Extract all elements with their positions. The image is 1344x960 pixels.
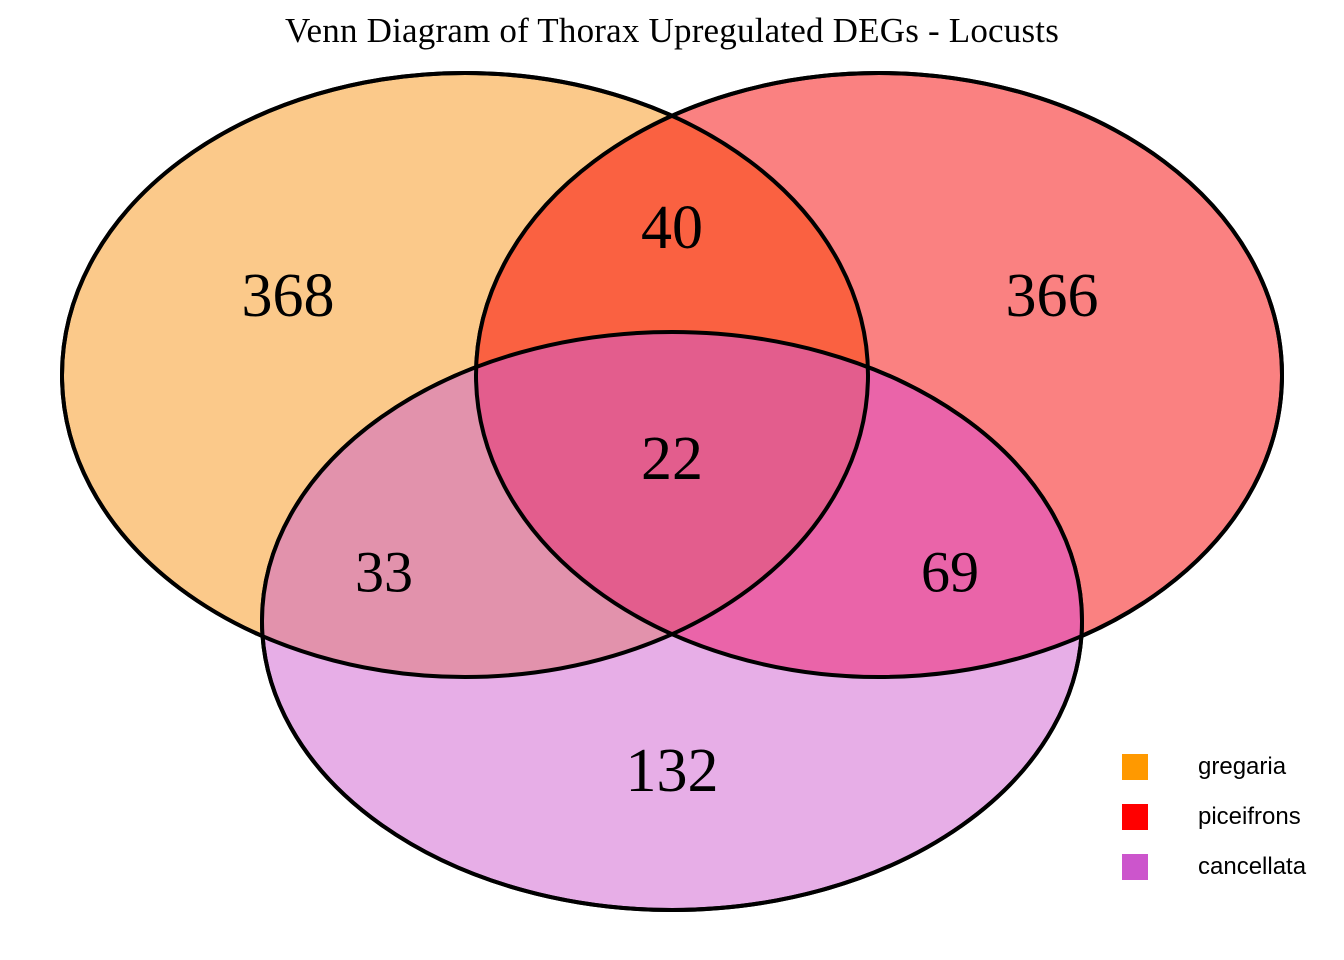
- legend-label-cancellata: cancellata: [1198, 853, 1307, 880]
- overlap-all-three: [476, 332, 868, 677]
- legend-label-gregaria: gregaria: [1198, 753, 1287, 780]
- legend-swatch-cancellata: [1122, 854, 1148, 880]
- ellipse-outline-piceifrons: [474, 71, 1284, 679]
- count-all-three: 22: [641, 425, 703, 493]
- count-piceifrons-only: 366: [1006, 262, 1099, 330]
- legend-swatch-gregaria: [1122, 754, 1148, 780]
- legend-item-piceifrons[interactable]: piceifrons: [1122, 792, 1344, 842]
- count-gregaria-piceifrons: 40: [641, 194, 703, 262]
- ellipse-outline-gregaria: [60, 71, 870, 679]
- legend: gregaria piceifrons cancellata: [1122, 742, 1344, 892]
- count-cancellata-only: 132: [626, 737, 719, 805]
- legend-label-piceifrons: piceifrons: [1198, 803, 1301, 830]
- legend-swatch-piceifrons: [1122, 804, 1148, 830]
- legend-item-gregaria[interactable]: gregaria: [1122, 742, 1344, 792]
- chart-title: Venn Diagram of Thorax Upregulated DEGs …: [284, 11, 1060, 50]
- count-gregaria-only: 368: [242, 262, 335, 330]
- count-piceifrons-cancellata: 69: [921, 540, 979, 605]
- count-gregaria-cancellata: 33: [355, 540, 413, 605]
- legend-item-cancellata[interactable]: cancellata: [1122, 842, 1344, 892]
- ellipse-outline-cancellata: [260, 330, 1084, 912]
